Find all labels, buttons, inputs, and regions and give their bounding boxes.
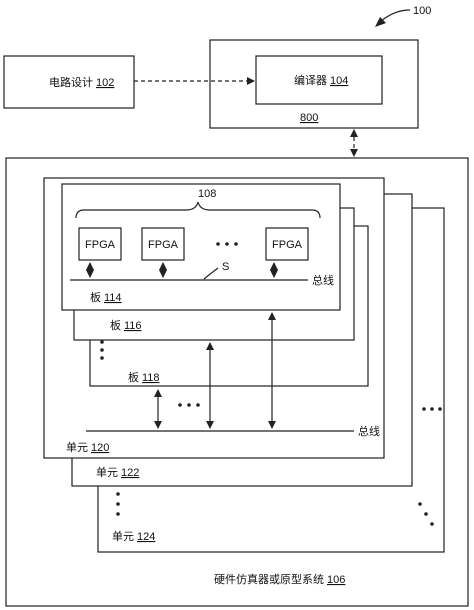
unit-124-ellipsis-left bbox=[116, 492, 120, 516]
board-bus-label: 总线 bbox=[312, 273, 334, 287]
fpga-chip-2-label: FPGA bbox=[148, 239, 179, 251]
computer-num-label: 800 bbox=[300, 112, 318, 124]
ref-100-arrowhead bbox=[375, 17, 386, 27]
fpga-ellipsis bbox=[216, 242, 238, 246]
ref-100-leader bbox=[379, 9, 411, 23]
compiler-box bbox=[255, 55, 383, 105]
s-leader bbox=[203, 267, 219, 280]
fpga-chip-2 bbox=[141, 227, 185, 261]
figure-ref-label: 100 bbox=[413, 5, 431, 17]
s-label: S bbox=[222, 261, 229, 273]
unit-124-ellipsis-right bbox=[418, 502, 434, 526]
circuit-design-box bbox=[3, 55, 135, 109]
fpga-group-brace bbox=[75, 201, 321, 219]
board-stack-ellipsis bbox=[100, 340, 104, 360]
fpga-group-num: 108 bbox=[198, 188, 216, 200]
fpga-chip-1 bbox=[78, 227, 122, 261]
fpga-chip-3-label: FPGA bbox=[272, 239, 303, 251]
unit-bus-label: 总线 bbox=[358, 424, 380, 438]
system-units-ellipsis bbox=[422, 407, 442, 411]
fpga-chip-3 bbox=[265, 227, 309, 261]
fpga-chip-1-label: FPGA bbox=[85, 239, 116, 251]
board-links-ellipsis bbox=[178, 403, 200, 407]
